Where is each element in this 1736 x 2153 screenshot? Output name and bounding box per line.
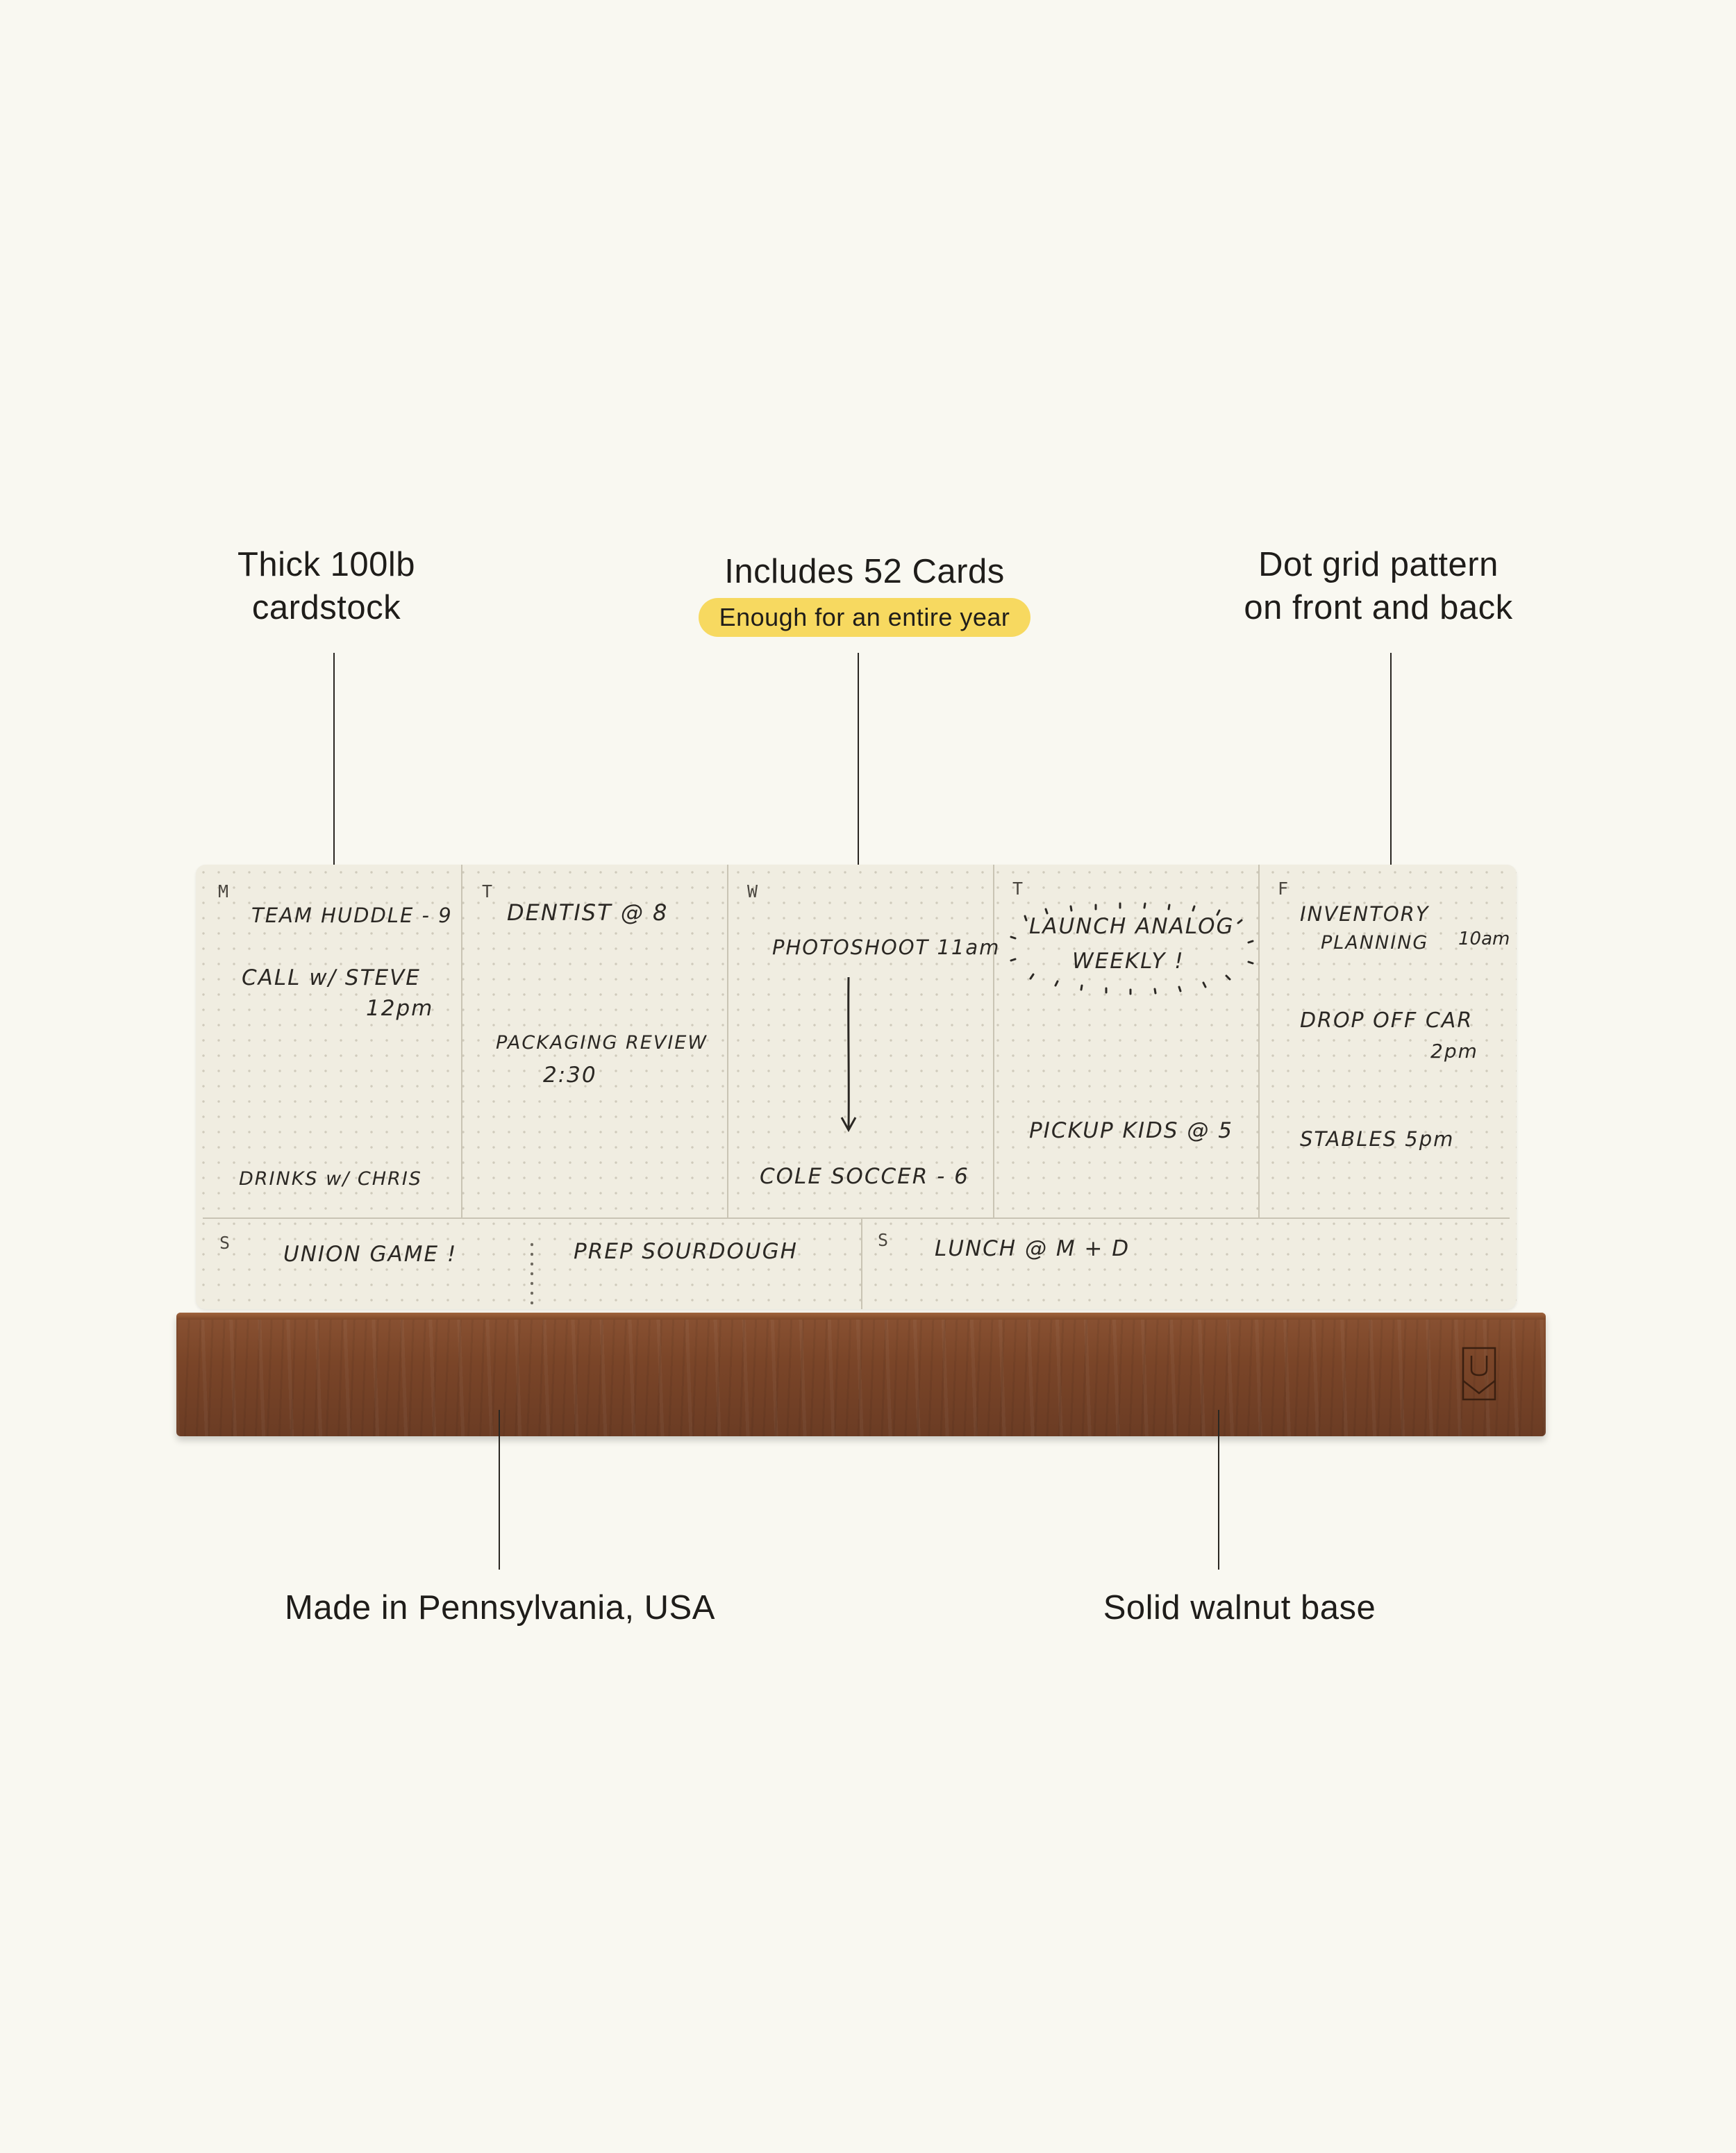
divider-mon-tue (461, 865, 462, 1217)
note-fri-drop-car: DROP OFF CAR (1300, 1008, 1474, 1033)
note-mon-call-steve: CALL w/ STEVE (242, 965, 421, 990)
burst-doodle-icon (1010, 902, 1254, 995)
annotation-dotgrid-line2: on front and back (1244, 589, 1513, 626)
note-thu-pickup: PICKUP KIDS @ 5 (1029, 1118, 1233, 1143)
note-fri-drop-car-time: 2pm (1430, 1040, 1478, 1063)
year-badge: Enough for an entire year (698, 598, 1031, 637)
note-thu-weekly: WEEKLY ! (1072, 949, 1185, 974)
annotation-made-in: Made in Pennsylvania, USA (285, 1589, 715, 1627)
day-label-sun: S (878, 1230, 889, 1250)
note-fri-planning: PLANNING (1321, 932, 1429, 954)
divider-sat-sun (861, 1219, 862, 1309)
leader-line-made (499, 1410, 500, 1570)
note-fri-planning-time: 10am (1458, 929, 1510, 949)
dotted-divider-sat (531, 1240, 533, 1309)
note-sun-lunch: LUNCH @ M + D (935, 1236, 1130, 1261)
leader-line-walnut (1218, 1410, 1219, 1570)
u-monogram-icon (1462, 1347, 1496, 1401)
divider-thu-fri (1258, 865, 1260, 1217)
note-fri-inventory: INVENTORY (1300, 902, 1430, 926)
note-tue-packaging: PACKAGING REVIEW (496, 1032, 708, 1054)
leader-line-cardstock (333, 653, 335, 876)
note-wed-cole-soccer: COLE SOCCER - 6 (760, 1164, 969, 1189)
note-thu-launch: LAUNCH ANALOG (1029, 914, 1235, 939)
note-mon-call-time: 12pm (366, 996, 434, 1021)
annotation-dotgrid-line1: Dot grid pattern (1258, 546, 1499, 583)
down-arrow-icon (840, 976, 857, 1133)
day-label-sat: S (219, 1233, 231, 1253)
note-sat-sourdough: PREP SOURDOUGH (574, 1239, 798, 1264)
annotation-cards-title: Includes 52 Cards (724, 553, 1005, 590)
annotation-cards: Includes 52 Cards Enough for an entire y… (642, 550, 1087, 637)
note-sat-union-game: UNION GAME ! (283, 1242, 458, 1267)
leader-line-cards (858, 653, 859, 876)
note-mon-drinks: DRINKS w/ CHRIS (239, 1168, 422, 1190)
annotation-walnut-base: Solid walnut base (1103, 1589, 1376, 1627)
note-mon-team-huddle: TEAM HUDDLE - 9 (251, 904, 453, 927)
annotation-cardstock-line2: cardstock (251, 589, 401, 626)
day-label-mon: M (218, 881, 229, 901)
walnut-base (176, 1313, 1546, 1436)
day-label-fri: F (1278, 879, 1289, 899)
annotation-dotgrid: Dot grid pattern on front and back (1194, 543, 1562, 629)
divider-weekday-weekend (203, 1217, 1510, 1219)
walnut-base-top-edge (176, 1313, 1546, 1320)
note-tue-dentist: DENTIST @ 8 (507, 899, 669, 926)
note-fri-stables: STABLES 5pm (1300, 1127, 1455, 1151)
leader-line-dotgrid (1390, 653, 1392, 876)
note-tue-packaging-time: 2:30 (543, 1063, 597, 1088)
annotation-cardstock: Thick 100lb cardstock (187, 543, 465, 629)
day-label-wed: W (747, 881, 758, 901)
note-wed-photoshoot: PHOTOSHOOT 11am (772, 936, 1001, 959)
weekly-card: M T W T F S S TEAM HUDDLE - 9 CALL w/ ST… (196, 865, 1517, 1309)
day-label-thu: T (1012, 879, 1024, 899)
annotation-cardstock-line1: Thick 100lb (237, 546, 416, 583)
divider-tue-wed (727, 865, 728, 1217)
divider-wed-thu (993, 865, 994, 1217)
day-label-tue: T (482, 881, 493, 901)
